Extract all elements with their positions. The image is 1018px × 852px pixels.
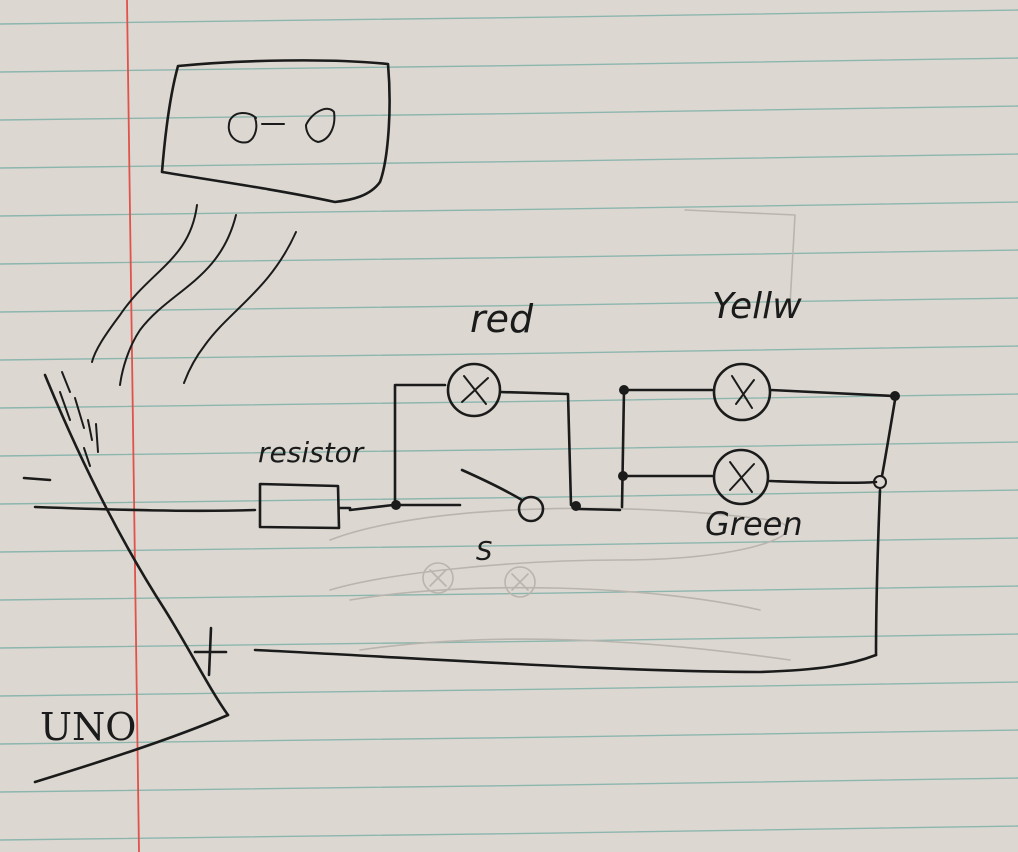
switch-label: S <box>476 537 493 567</box>
red-lamp <box>446 362 502 418</box>
display-wires <box>91 204 297 386</box>
ruled-line <box>0 105 1018 121</box>
ruled-line <box>0 297 1018 313</box>
ruled-line <box>0 537 1018 553</box>
ruled-line <box>0 393 1018 409</box>
ruled-line <box>0 249 1018 265</box>
uno-board <box>33 371 230 784</box>
ruled-line <box>0 9 1018 25</box>
red-lamp-label: red <box>470 297 534 341</box>
switch <box>517 495 545 523</box>
ruled-line <box>0 585 1018 601</box>
ruled-line <box>0 153 1018 169</box>
ruled-line <box>0 777 1018 793</box>
ruled-line <box>0 441 1018 457</box>
display-module <box>160 59 391 204</box>
parallel-lamps-branch <box>618 362 900 657</box>
ruled-line <box>0 345 1018 361</box>
positive-terminal-mark <box>193 626 228 677</box>
ruled-line <box>0 825 1018 841</box>
green-lamp-label: Green <box>705 505 803 543</box>
resistor <box>258 482 395 530</box>
ruled-line <box>0 633 1018 649</box>
negative-wire <box>33 505 257 513</box>
resistor-label: resistor <box>258 436 365 469</box>
ghost-sketch <box>329 209 796 661</box>
margin-line <box>126 0 140 852</box>
red-lamp-branch <box>391 362 622 523</box>
negative-terminal-mark <box>22 476 52 482</box>
ruled-line <box>0 57 1018 73</box>
positive-wire <box>253 648 878 674</box>
yellow-lamp-label: Yellw <box>712 286 802 327</box>
green-lamp <box>712 448 770 506</box>
ruled-line <box>0 489 1018 505</box>
ruled-lines <box>0 9 1018 841</box>
ruled-line <box>0 201 1018 217</box>
board-label: UNO <box>40 705 136 749</box>
yellow-lamp <box>712 362 772 422</box>
